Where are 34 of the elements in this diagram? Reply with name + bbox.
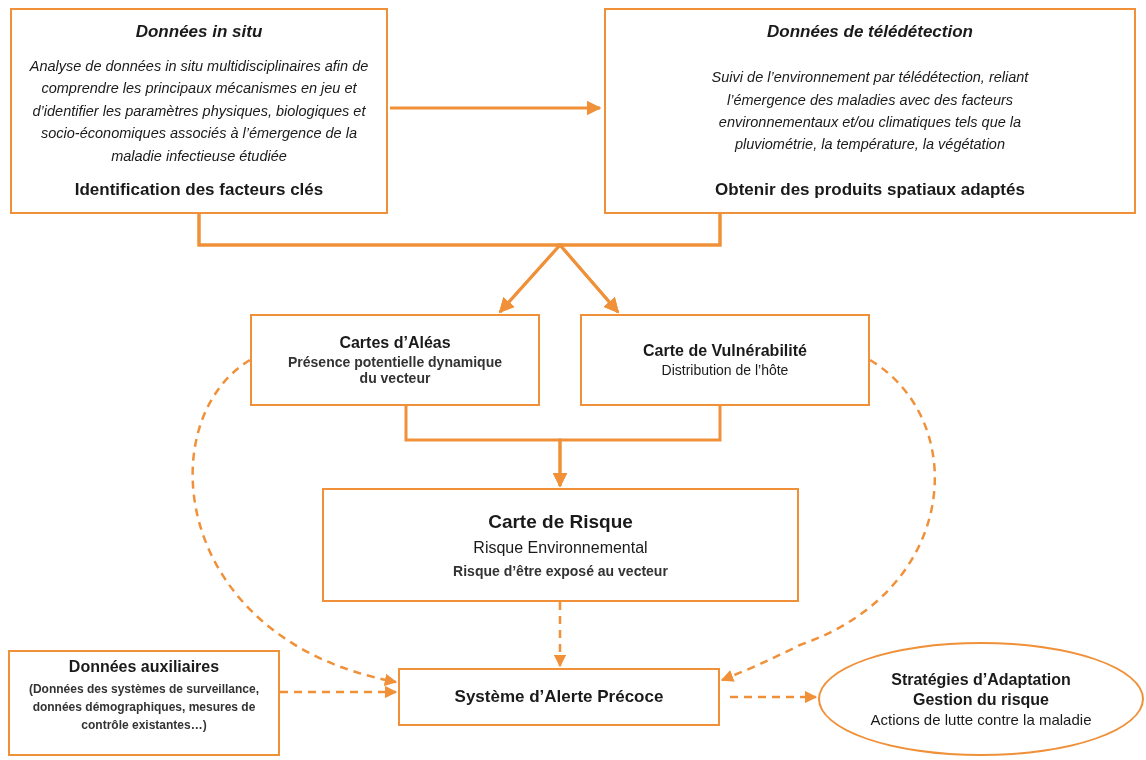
box-text: Actions de lutte contre la maladie: [870, 710, 1092, 728]
process-box: [604, 8, 1136, 214]
box-text: Risque d’être exposé au vecteur: [453, 563, 668, 579]
process-box: [8, 650, 280, 756]
box-heading: Cartes d’Aléas: [339, 334, 451, 352]
box-heading: Données in situ: [135, 22, 263, 42]
box-heading: Données de télédétection: [767, 22, 973, 42]
process-box: [10, 8, 388, 214]
box-text: Distribution de l’hôte: [661, 362, 789, 378]
box-heading: Stratégies d’Adaptation: [891, 670, 1071, 689]
arrow: [390, 100, 602, 116]
process-box: [322, 488, 799, 602]
arrow: [552, 406, 722, 488]
box-heading: Carte de Risque: [488, 511, 633, 533]
box-heading: Carte de Vulnérabilité: [643, 342, 807, 360]
arrow: [730, 690, 818, 704]
box-text: (Données des systèmes de surveillance, données démographiques, mesures de contrôle existantes…): [27, 681, 261, 734]
box-text: Obtenir des produits spatiaux adaptés: [715, 180, 1025, 200]
box-text: Suivi de l’environnement par télédétection, reliant l’émergence des maladies avec des facteurs environnementaux et/ou climatiques tels que la pluviométrie, la température, la végétation: [710, 68, 1030, 155]
arrow: [192, 359, 398, 686]
arrow: [720, 359, 937, 682]
box-text: Analyse de données in situ multidisciplinaires afin de comprendre les principaux mécanismes en jeu et d’identifier les paramètres physiques, biologiques et socio-économiques associés à l’émergence de la maladie infectieuse étudiée: [28, 56, 370, 166]
process-box: [398, 668, 720, 726]
arrow: [280, 685, 398, 699]
arrow: [553, 602, 567, 668]
arrow: [556, 214, 722, 314]
box-text: Gestion du risque: [913, 690, 1049, 709]
box-text: Risque Environnemental: [473, 539, 648, 557]
process-box: [250, 314, 540, 406]
box-text: Présence potentielle dynamique du vecteur: [287, 354, 503, 386]
process-box: [580, 314, 870, 406]
box-heading: Données auxiliaires: [68, 658, 220, 676]
box-text: Identification des facteurs clés: [74, 180, 324, 200]
box-heading: Système d’Alerte Précoce: [454, 687, 664, 707]
